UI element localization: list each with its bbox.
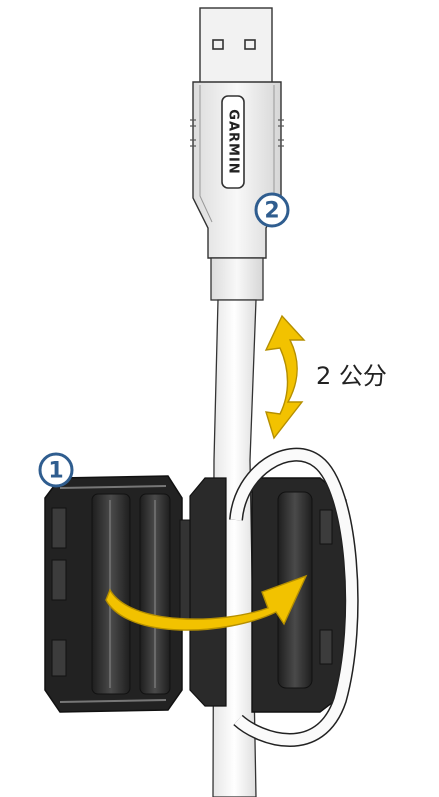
callout-1: 1 xyxy=(38,452,74,488)
ferrite-core-right-shell xyxy=(189,477,227,707)
callout-2: 2 xyxy=(254,192,290,228)
usb-plug-housing: GARMIN xyxy=(190,81,284,259)
usb-metal-shell xyxy=(199,7,273,85)
wrap-direction-arrow xyxy=(105,574,308,631)
usb-strain-relief xyxy=(210,257,264,301)
logo-plate xyxy=(221,95,245,189)
garmin-logo: GARMIN xyxy=(226,109,241,174)
usb-window-right xyxy=(244,39,256,50)
callout-1-circle xyxy=(38,452,74,488)
distance-label: 2 公分 xyxy=(316,362,387,390)
distance-double-arrow xyxy=(264,314,306,440)
ferrite-core xyxy=(44,475,347,713)
callout-1-label: 1 xyxy=(48,459,63,484)
callout-2-label: 2 xyxy=(264,199,279,224)
usb-window-left xyxy=(212,39,224,50)
callout-2-circle xyxy=(254,192,290,228)
usb-connector xyxy=(199,7,273,85)
cable-loop xyxy=(230,449,358,746)
